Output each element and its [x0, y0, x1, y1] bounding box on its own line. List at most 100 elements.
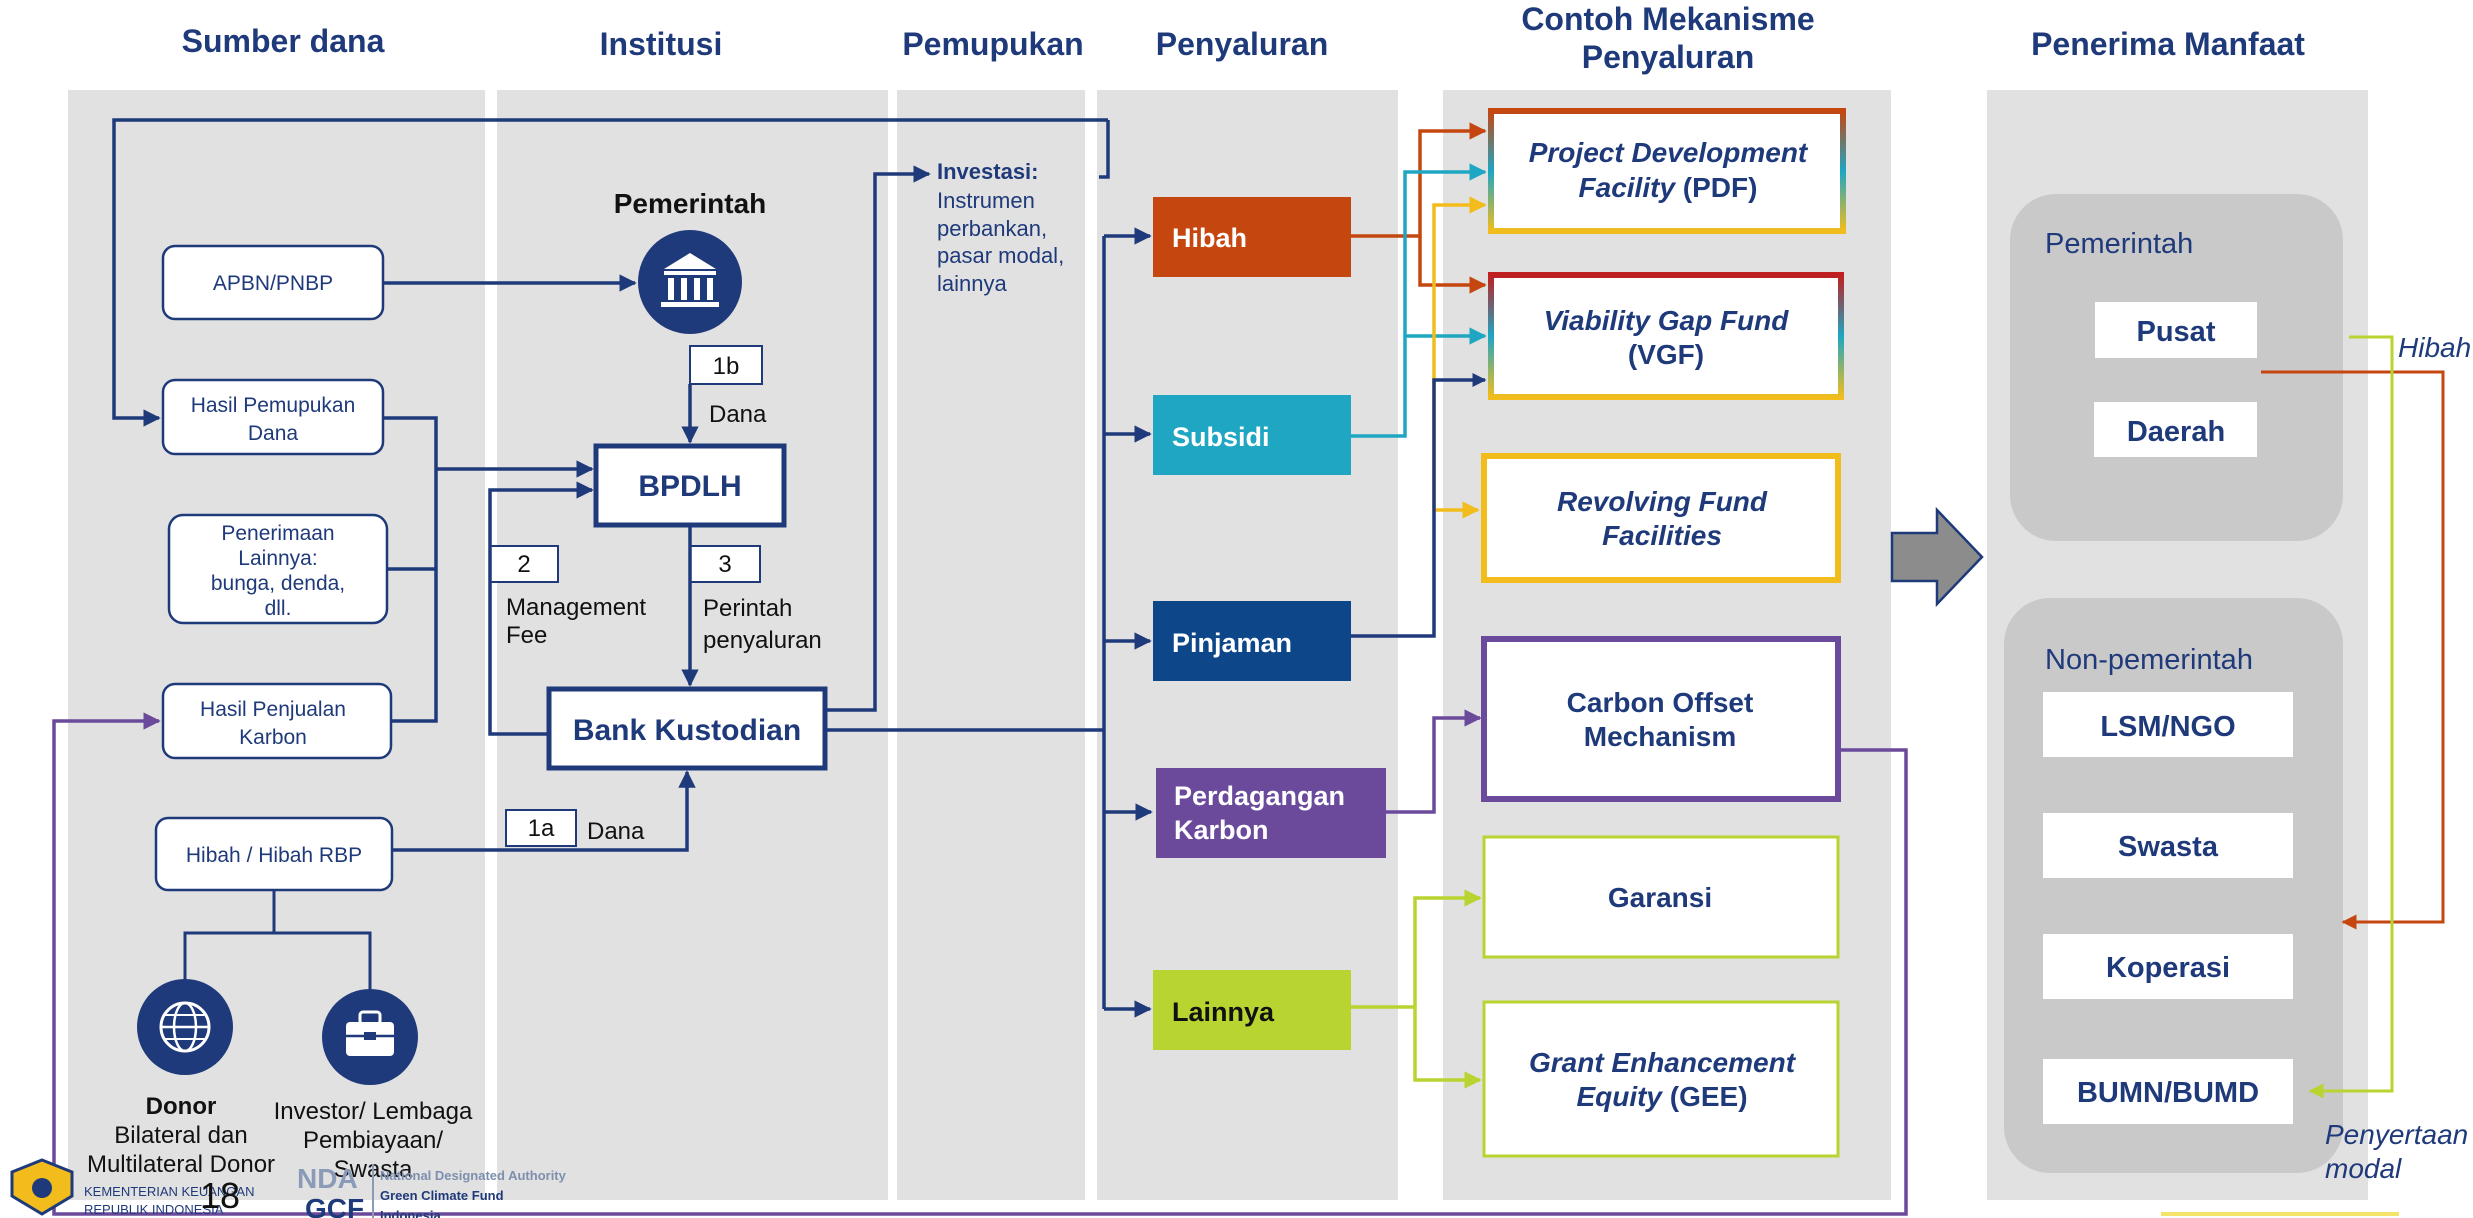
mechanism-rff-box — [1481, 453, 1841, 583]
footer-nda-line2: Green Climate Fund — [380, 1188, 504, 1203]
investasi-line1: Instrumen — [937, 188, 1035, 213]
beneficiary-swasta-box — [2043, 813, 2293, 878]
channel-pinjaman-box — [1153, 601, 1351, 681]
beneficiary-lsm-box — [2043, 692, 2293, 757]
source-penerimaan-line2: Lainnya: — [238, 547, 317, 570]
beneficiary-bumn-label: BUMN/BUMD — [2077, 1077, 2259, 1109]
pinjaman-connectors — [1351, 373, 1487, 638]
beneficiary-pusat-label: Pusat — [2137, 316, 2216, 348]
donor-label-line3: Multilateral Donor — [87, 1151, 275, 1178]
footer-gcf-mark: GCF — [305, 1193, 364, 1218]
channel-lainnya-label: Lainnya — [1172, 997, 1275, 1027]
channel-hibah-label: Hibah — [1172, 223, 1247, 253]
channel-perdagangan-box — [1156, 768, 1386, 858]
channel-perdagangan-line2: Karbon — [1174, 815, 1269, 845]
bank-kustodian-label: Bank Kustodian — [573, 714, 801, 747]
source-hibah-rbp-label: Hibah / Hibah RBP — [186, 844, 362, 867]
mechanism-com-line2: Mechanism — [1584, 721, 1737, 752]
kemenkeu-emblem-icon — [10, 1158, 74, 1216]
column-title-contoh-line1: Contoh Mekanisme — [1521, 1, 1814, 37]
beneficiary-swasta-label: Swasta — [2118, 831, 2219, 863]
step-1a-label: Dana — [587, 818, 645, 845]
hibah-side-label: Hibah — [2398, 332, 2471, 363]
column-title-contoh-line2: Penyaluran — [1582, 39, 1755, 75]
penyertaan-modal-flow — [2308, 335, 2394, 1099]
mechanism-gee-abbr: (GEE) — [1662, 1081, 1748, 1112]
channel-subsidi-label: Subsidi — [1172, 422, 1270, 452]
yellow-accent-bar — [2161, 1212, 2399, 1216]
government-building-icon — [638, 230, 742, 334]
beneficiary-group-non-pemerintah-label: Non-pemerintah — [2045, 644, 2253, 676]
source-penerimaan-line3: bunga, denda, — [211, 572, 345, 595]
column-title-sumber-dana: Sumber dana — [182, 23, 385, 59]
step-2-label-line2: Fee — [506, 622, 547, 649]
carbon-connectors — [52, 709, 1908, 1216]
source-hasil-pemupukan-line1: Hasil Pemupukan — [191, 394, 356, 417]
mechanism-pdf-line1: Project Development — [1529, 137, 1809, 168]
investasi-title: Investasi: — [937, 159, 1039, 184]
column-title-penyaluran: Penyaluran — [1156, 26, 1329, 62]
channel-perdagangan-line1: Perdagangan — [1174, 781, 1345, 811]
beneficiary-pusat-box — [2095, 302, 2257, 358]
source-penerimaan-line4: dll. — [265, 597, 292, 620]
mechanism-gee-line1: Grant Enhancement — [1529, 1047, 1797, 1078]
donor-investor-connector — [183, 890, 372, 990]
mechanism-com-box — [1481, 636, 1841, 802]
mechanism-pdf-line2: Facility (PDF) — [1579, 172, 1758, 203]
channel-lainnya-box — [1153, 970, 1351, 1050]
hibah-connectors — [1351, 122, 1487, 294]
step-1a-box — [505, 809, 577, 847]
investor-label-line2: Pembiayaan/ — [303, 1127, 443, 1154]
mechanism-garansi-box — [1482, 835, 1840, 959]
mechanism-gee-box — [1482, 1000, 1840, 1158]
beneficiary-bumn-box — [2043, 1059, 2293, 1124]
footer-kemenkeu-line2: REPUBLIK INDONESIA — [84, 1202, 224, 1217]
step-2-number: 2 — [517, 551, 530, 578]
mechanism-vgf-line1: Viability Gap Fund — [1544, 305, 1790, 336]
step-1b-number: 1b — [713, 353, 740, 380]
lainnya-connectors — [1351, 889, 1482, 1089]
mechanism-rff-line2: Facilities — [1602, 520, 1722, 551]
pemerintah-title: Pemerintah — [614, 188, 767, 219]
investor-label-line1: Investor/ Lembaga — [274, 1098, 473, 1125]
beneficiary-group-pemerintah — [2010, 194, 2343, 541]
mechanism-pdf-abbr: (PDF) — [1675, 172, 1757, 203]
donor-label-bold: Donor — [146, 1093, 217, 1120]
beneficiary-koperasi-label: Koperasi — [2106, 952, 2230, 984]
source-apbn-label: APBN/PNBP — [213, 272, 333, 295]
source-karbon-line1: Hasil Penjualan — [200, 698, 346, 721]
mechanism-gee-line2: Equity (GEE) — [1576, 1081, 1747, 1112]
step-2-label-line1: Management — [506, 594, 646, 621]
channel-pinjaman-label: Pinjaman — [1172, 628, 1292, 658]
footer-nda-mark: NDA — [297, 1163, 358, 1194]
footer-nda-line1: National Designated Authority — [380, 1168, 567, 1183]
footer-kemenkeu-line1: KEMENTERIAN KEUANGAN — [84, 1184, 254, 1199]
channel-subsidi-box — [1153, 395, 1351, 475]
mechanism-garansi-label: Garansi — [1608, 882, 1712, 913]
source-penerimaan-line1: Penerimaan — [221, 522, 334, 545]
mechanism-gee-equity: Equity — [1576, 1081, 1663, 1112]
column-title-penerima-manfaat: Penerima Manfaat — [2031, 26, 2305, 62]
mechanism-pdf-facility: Facility — [1579, 172, 1677, 203]
investasi-line2: perbankan, — [937, 216, 1047, 241]
source-karbon-line2: Karbon — [239, 726, 307, 749]
bpdlh-label: BPDLH — [638, 470, 741, 503]
footer-page-number: 18 — [200, 1175, 240, 1216]
globe-icon — [137, 979, 233, 1075]
step-1a-number: 1a — [528, 815, 555, 842]
column-title-institusi: Institusi — [600, 26, 723, 62]
footer-nda-line3: Indonesia — [380, 1208, 441, 1218]
mechanism-pdf-box — [1488, 108, 1846, 234]
step-1b-box — [689, 345, 763, 385]
donor-label-line2: Bilateral dan — [114, 1122, 247, 1149]
investasi-line4: lainnya — [937, 271, 1007, 296]
panel-pemupukan — [897, 90, 1085, 1200]
penyertaan-label-line1: Penyertaan — [2325, 1119, 2468, 1150]
big-right-arrow-icon — [1890, 506, 1984, 608]
navy-flow-arrows — [112, 118, 1153, 1018]
mechanism-com-line1: Carbon Offset — [1567, 687, 1754, 718]
penyertaan-label-line2: modal — [2325, 1153, 2402, 1184]
step-3-label-line1: Perintah — [703, 595, 792, 622]
mechanism-rff-line1: Revolving Fund — [1557, 486, 1768, 517]
subsidi-connectors — [1351, 163, 1487, 438]
